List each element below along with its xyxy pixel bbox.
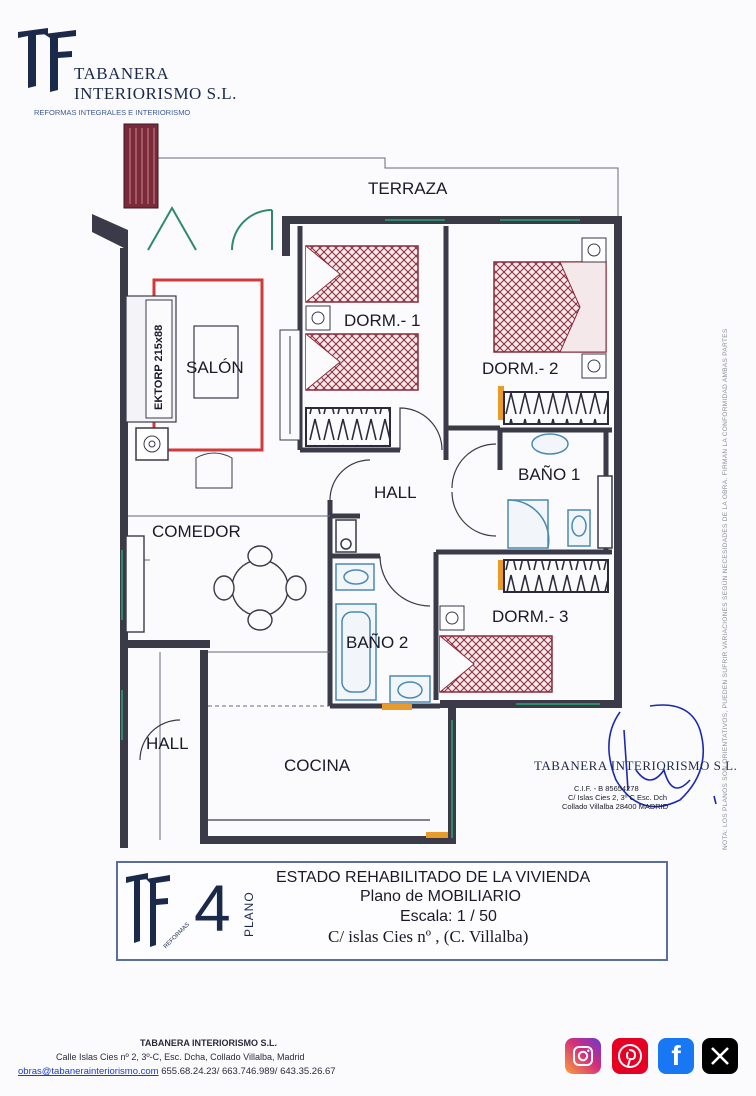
instagram-icon[interactable] (565, 1038, 601, 1074)
footer-contact: obras@tabanerainteriorismo.com 655.68.24… (18, 1066, 336, 1077)
room-bano1: BAÑO 1 (518, 465, 580, 484)
stamp-cif: C.I.F. - B 85654278 (574, 784, 639, 793)
room-cocina: COCINA (284, 756, 351, 775)
title-line3: Escala: 1 / 50 (400, 908, 497, 925)
dorm2-bed (493, 237, 609, 425)
plan-number: 4 (194, 871, 231, 945)
title-block: REFORMAS 4 PLANO ESTADO REHABILITADO DE … (116, 861, 668, 961)
logo-tagline: REFORMAS INTEGRALES E INTERIORISMO (34, 108, 191, 117)
title-line2: Plano de MOBILIARIO (360, 888, 521, 905)
room-comedor: COMEDOR (152, 522, 241, 541)
pinterest-icon[interactable] (612, 1038, 648, 1074)
bano1-fixtures (507, 433, 613, 549)
stamp-company: TABANERA INTERIORISMO S.L. (534, 758, 738, 773)
terrace-radiator (123, 123, 159, 209)
footer-address: Calle Islas Cies nº 2, 3º-C, Esc. Dcha, … (56, 1052, 305, 1062)
stamp-address: C/ Islas Cies 2, 3º C Esc. Dch (568, 793, 668, 802)
terrace-outline (155, 157, 619, 218)
room-salon: SALÓN (186, 358, 244, 377)
room-terraza: TERRAZA (368, 179, 448, 198)
floor-plan: EKTORP 215x88 TERRAZA DORM.- 1 DORM.- 2 … (92, 123, 717, 848)
x-icon[interactable] (702, 1038, 738, 1074)
title-line1: ESTADO REHABILITADO DE LA VIVIENDA (276, 869, 591, 886)
comedor-furniture (125, 535, 307, 633)
interior-doors (139, 407, 497, 761)
logo-line2: INTERIORISMO S.L. (74, 84, 237, 103)
windows (121, 219, 600, 838)
dorm1-beds (279, 245, 419, 447)
facebook-icon[interactable]: f (658, 1038, 694, 1074)
footer-company: TABANERA INTERIORISMO S.L. (140, 1038, 277, 1048)
title-line4: C/ islas Cies nº , (C. Villalba) (328, 927, 529, 946)
door-frames (382, 386, 504, 838)
dorm3-furniture (439, 559, 609, 693)
room-bano2: BAÑO 2 (346, 633, 408, 652)
stamp-city: Collado Villalba 28400 MADRID (562, 802, 669, 811)
room-hall-center: HALL (374, 483, 417, 502)
room-dorm3: DORM.- 3 (492, 607, 569, 626)
company-stamp: TABANERA INTERIORISMO S.L. C.I.F. - B 85… (534, 758, 744, 818)
signature (608, 704, 717, 808)
side-note: NOTA: LOS PLANOS SON ORIENTATIVOS, PUEDE… (722, 328, 729, 850)
logo-line1: TABANERA (74, 64, 170, 83)
footer-phones: 655.68.24.23/ 663.746.989/ 643.35.26.67 (158, 1066, 336, 1077)
company-logo: TABANERA INTERIORISMO S.L. REFORMAS INTE… (14, 26, 236, 122)
sofa-label: EKTORP 215x88 (153, 325, 165, 410)
terrace-doors (147, 205, 273, 251)
footer-email-link[interactable]: obras@tabanerainteriorismo.com (18, 1066, 159, 1077)
title-logo-icon (126, 873, 170, 947)
plan-word: PLANO (242, 891, 256, 937)
room-hall-left: HALL (146, 734, 189, 753)
tf-logo-icon (18, 28, 76, 92)
bano2-fixtures (335, 519, 431, 703)
partition-lines (128, 515, 330, 840)
salon-furniture (125, 278, 264, 489)
room-dorm1: DORM.- 1 (344, 311, 421, 330)
room-dorm2: DORM.- 2 (482, 359, 559, 378)
